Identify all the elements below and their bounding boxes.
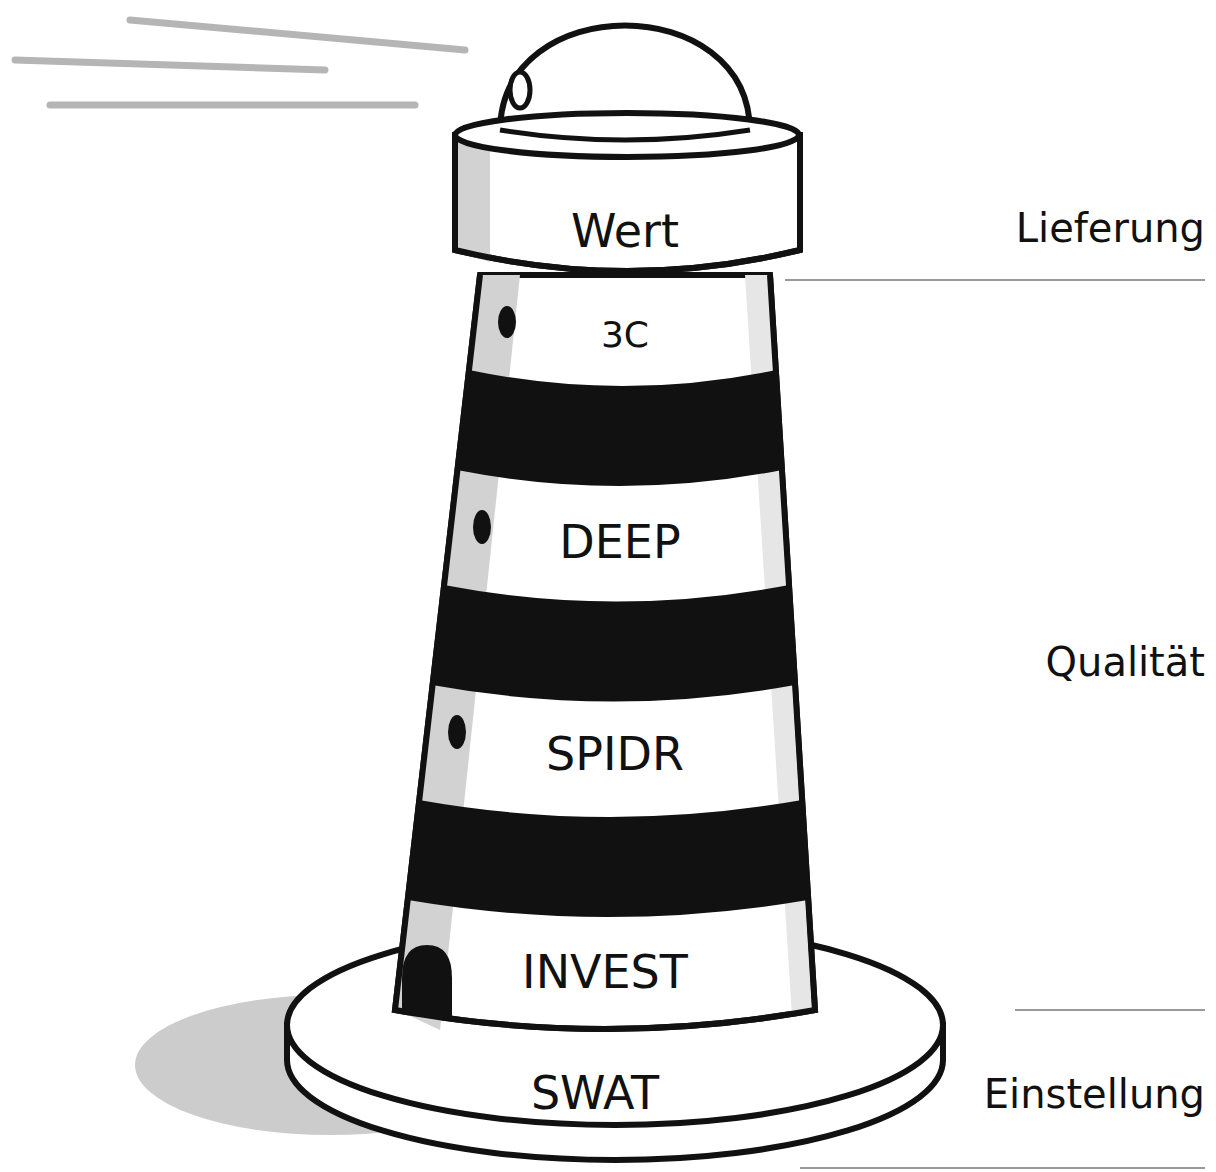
tower-body xyxy=(395,275,815,1029)
level-label: Qualität xyxy=(880,640,1205,684)
tower-stripes xyxy=(408,370,808,917)
lighthouse-band: SWAT xyxy=(480,1062,710,1124)
lighthouse-band: SPIDR xyxy=(505,720,725,788)
level-label: Einstellung xyxy=(880,1072,1205,1116)
door xyxy=(402,945,452,1020)
gallery-top xyxy=(455,113,799,157)
dome-window xyxy=(510,72,530,108)
lighthouse-band: Wert xyxy=(520,198,730,264)
band-label: 3C xyxy=(601,315,649,355)
level-label: Lieferung xyxy=(880,206,1205,250)
band-label: SPIDR xyxy=(546,729,684,780)
windows xyxy=(448,306,516,749)
lighthouse-band: 3C xyxy=(540,305,710,365)
band-label: Wert xyxy=(571,206,679,257)
tower-outline xyxy=(395,275,815,1029)
band-label: INVEST xyxy=(522,947,688,998)
lighthouse-band: DEEP xyxy=(515,508,725,576)
gallery-shading xyxy=(458,140,490,262)
band-label: DEEP xyxy=(559,517,680,568)
band-label: SWAT xyxy=(531,1068,659,1119)
lighthouse-band: INVEST xyxy=(480,938,730,1006)
dome-base xyxy=(500,130,750,140)
wind-lines xyxy=(15,20,465,105)
